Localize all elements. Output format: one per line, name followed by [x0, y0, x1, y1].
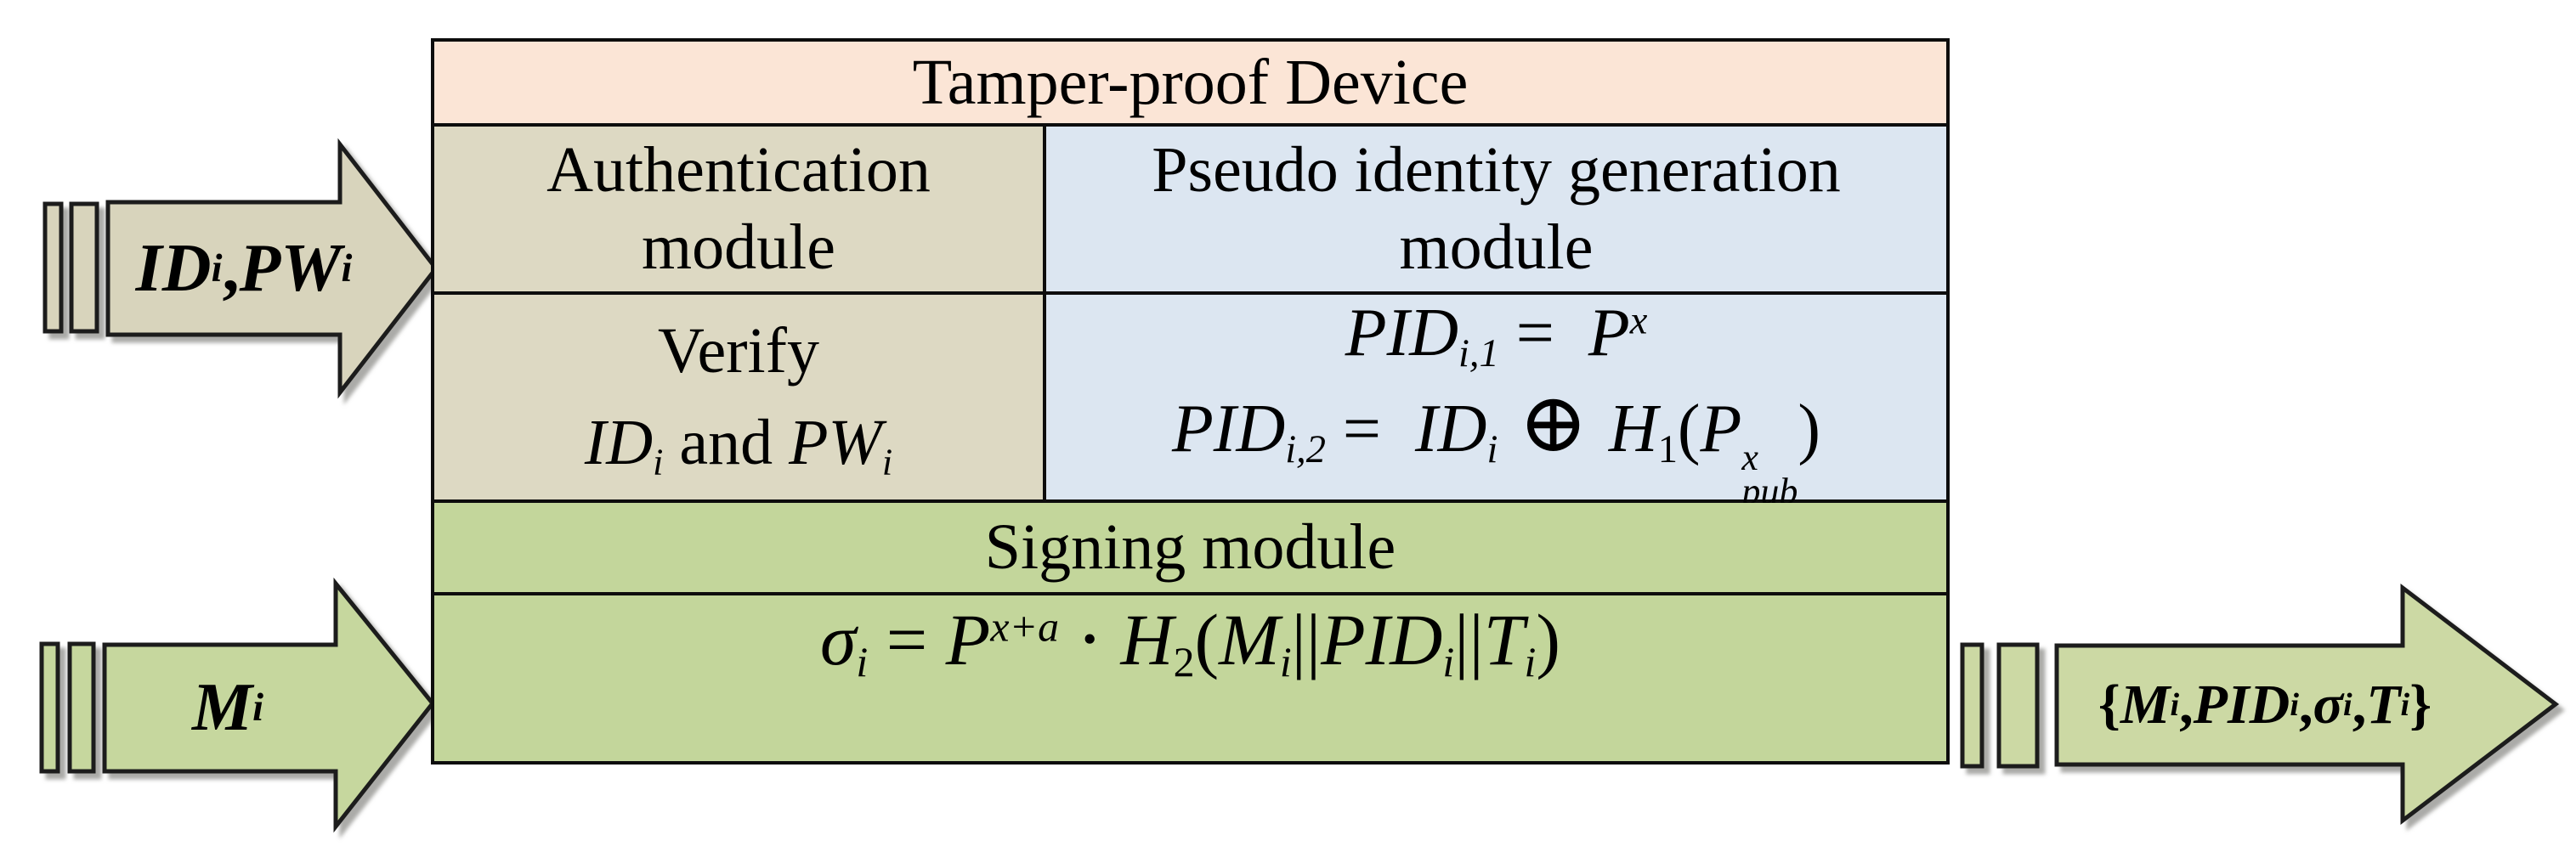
tail-bar-icon [1996, 642, 2040, 769]
auth-module-title-line2: module [642, 212, 835, 284]
input-arrow-message [39, 577, 436, 833]
device-table: Tamper-proof Device Authentication modul… [431, 38, 1950, 765]
tail-bar-icon [42, 201, 64, 334]
signature-formula-cell: σi = Px+a ⋅ H2(Mi||PIDi||Ti) [434, 595, 1946, 761]
verify-line1: Verify [658, 314, 819, 387]
pseudo-identity-module-cell: Pseudo identity generation module [1046, 127, 1946, 292]
tail-bar-icon [39, 641, 60, 774]
pseudo-module-title-line1: Pseudo identity generation [1152, 134, 1841, 206]
verify-cell: Verify IDi and PWi [434, 295, 1046, 500]
pid-formula-1: PIDi,1 = Px [1345, 295, 1648, 375]
right-arrow-icon [105, 138, 439, 399]
auth-module-title-line1: Authentication [546, 134, 931, 206]
input-arrow-credentials [42, 138, 439, 399]
right-arrow-icon [102, 577, 436, 833]
signing-module-title: Signing module [984, 511, 1396, 584]
module-titles-row: Authentication module Pseudo identity ge… [434, 127, 1946, 296]
signature-formula: σi = Px+a ⋅ H2(Mi||PIDi||Ti) [819, 599, 1561, 686]
signing-module-title-cell: Signing module [434, 503, 1946, 593]
device-title-cell: Tamper-proof Device [434, 42, 1946, 124]
pseudo-module-title-line2: module [1399, 212, 1594, 284]
module-operations-row: Verify IDi and PWi PIDi,1 = Px PIDi,2 = … [434, 295, 1946, 511]
tail-bar-icon [1960, 642, 1984, 769]
device-title: Tamper-proof Device [912, 46, 1469, 118]
signing-module-row: Signing module [434, 503, 1946, 596]
output-arrow-packet [1960, 583, 2560, 826]
tail-bar-icon [69, 201, 99, 334]
signing-operation-row: σi = Px+a ⋅ H2(Mi||PIDi||Ti) [434, 595, 1946, 761]
auth-module-cell: Authentication module [434, 127, 1046, 292]
device-title-row: Tamper-proof Device [434, 42, 1946, 127]
verify-line2: IDi and PWi [584, 406, 893, 482]
right-arrow-icon [2054, 583, 2560, 826]
tail-bar-icon [67, 641, 96, 774]
